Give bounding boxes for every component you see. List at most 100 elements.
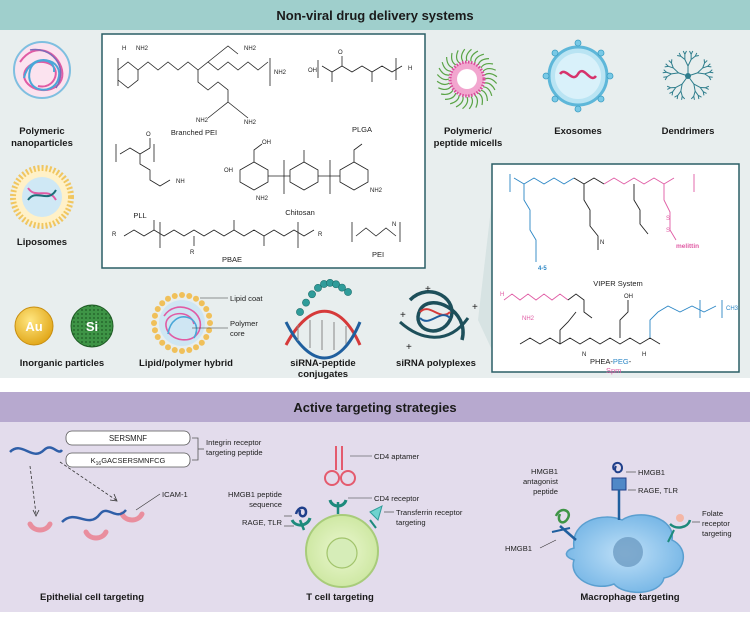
top-title: Non-viral drug delivery systems [276,8,473,23]
lipid-head [199,340,205,346]
plga-oh-atom: OH [308,68,317,74]
cd4-aptamer-label: CD4 aptamer [374,452,420,461]
pll-label: PLL [133,211,146,220]
lipid-head [203,334,209,340]
pei-h-atom: H [122,46,126,52]
lipid-head [159,340,165,346]
epithelial-label: Epithelial cell targeting [40,592,144,603]
polymeric-nanoparticle-illustration [14,42,70,98]
polymer-core-label-1: Polymer [230,319,258,328]
silicon-symbol: Si [86,319,98,334]
phea-label-part1: PHEA- [590,357,613,366]
folate-label-1: Folate [702,509,723,518]
phea-h-atom: H [500,292,504,298]
svg-text:+: + [406,342,412,353]
macrophage-label: Macrophage targeting [580,592,679,603]
micelles-label-2: peptide micells [434,138,503,149]
pei-nh2-atom-top: NH2 [244,46,257,52]
transferrin-label-1: Transferrin receptor [396,508,463,517]
dendrimer-branch [703,92,704,96]
lipid-head [199,300,205,306]
melittin-label: melittin [676,243,699,250]
dendrimer-branch [698,95,699,99]
liposomes-label: Liposomes [17,237,67,248]
peptide-sersmnf: SERSMNF [109,434,147,443]
phea-label-spm: Spm [606,366,621,375]
dendrimer-branch [682,96,683,100]
lipid-head [155,334,161,340]
lipid-head [193,344,199,350]
pbae-r-atom-end: R [318,232,323,238]
integrin-label-2: targeting peptide [206,448,263,457]
macrophage-rage-tlr-label: RAGE, TLR [638,486,678,495]
hmgb1-peptide-label-2: sequence [249,500,282,509]
pbae-r-atom-mid: R [190,250,195,256]
folate-label-2: receptor [702,519,730,528]
phea-ch3-atom: CH3 [726,306,739,312]
hmgb1-peptide-label-1: HMGB1 peptide [228,490,282,499]
lipid-head [207,320,213,326]
bottom-title: Active targeting strategies [293,400,456,415]
lipid-coat-label: Lipid coat [230,294,263,303]
pei-nh2-atom-bottom: NH2 [196,118,209,124]
viper-s-atom-2: S [666,228,670,234]
peptide-bead [308,291,315,298]
plga-h-atom: H [408,66,412,72]
lipid-head [165,344,171,350]
sirna-polyplexes-label: siRNA polyplexes [396,358,476,369]
pei-nh2-atom-right: NH2 [274,70,287,76]
peptide-bead [338,284,345,291]
gold-symbol: Au [25,319,42,334]
lipid-head [186,347,192,353]
lipid-head [172,347,178,353]
lipid-head [155,306,161,312]
integrin-label-1: Integrin receptor [206,438,262,447]
sirna-peptide-label-1: siRNA-peptide [290,358,355,369]
pbae-label: PBAE [222,255,242,264]
hmgb1-antagonist-label-2: antagonist [523,477,559,486]
icam-label: ICAM-1 [162,490,188,499]
dendrimers-label: Dendrimers [662,126,715,137]
dendrimer-branch [663,77,667,78]
hmgb1-label-left: HMGB1 [505,544,532,553]
viper-multiplier: 4-5 [538,266,547,272]
t-cell-label: T cell targeting [306,592,374,603]
peptide-bead [344,288,351,295]
pll-o-atom: O [146,132,151,138]
chitosan-label: Chitosan [285,208,315,217]
hmgb1-label-top: HMGB1 [638,468,665,477]
chitosan-oh-atom-top: OH [262,140,271,146]
pei-nh2-atom: NH2 [136,46,149,52]
dendrimer-core [686,74,691,79]
lipid-head [206,313,212,319]
chitosan-nh2-atom-right: NH2 [370,188,383,194]
cd4-receptor-label: CD4 receptor [374,494,420,503]
viper-phea-box: 4-5 N S S melittin VIPER System H NH2 OH… [478,164,739,375]
phea-h-atom-2: H [642,352,646,358]
pei-nh2-atom-bottom-right: NH2 [244,120,257,126]
phea-label-peg: PEG [613,357,629,366]
viper-s-atom: S [666,216,670,222]
gold-particle: Au [15,307,53,345]
peptide-bead [296,308,303,315]
polymer-structures-box: H NH2 NH2 NH2 NH2 NH2 Branched PEI OH O … [102,34,425,268]
hmgb1-antagonist-label-3: peptide [533,487,558,496]
lipid-head [172,293,178,299]
pei-n-atom: N [392,222,396,228]
lipid-head [152,327,158,333]
phea-n-atom: N [582,352,586,358]
pei-label: PEI [372,250,384,259]
viper-label: VIPER System [593,279,643,288]
polymeric-nanoparticles-label-2: nanoparticles [11,138,73,149]
branched-pei-label: Branched PEI [171,128,217,137]
folate-label-3: targeting [702,529,732,538]
pll-nh-atom: NH [176,179,185,185]
sirna-peptide-label-2: conjugates [298,369,348,380]
dendrimer-branch [710,72,714,73]
transferrin-label-2: targeting [396,518,426,527]
lipid-head [179,292,185,298]
peptide-bead [302,299,309,306]
chitosan-nh2-atom: NH2 [256,196,269,202]
